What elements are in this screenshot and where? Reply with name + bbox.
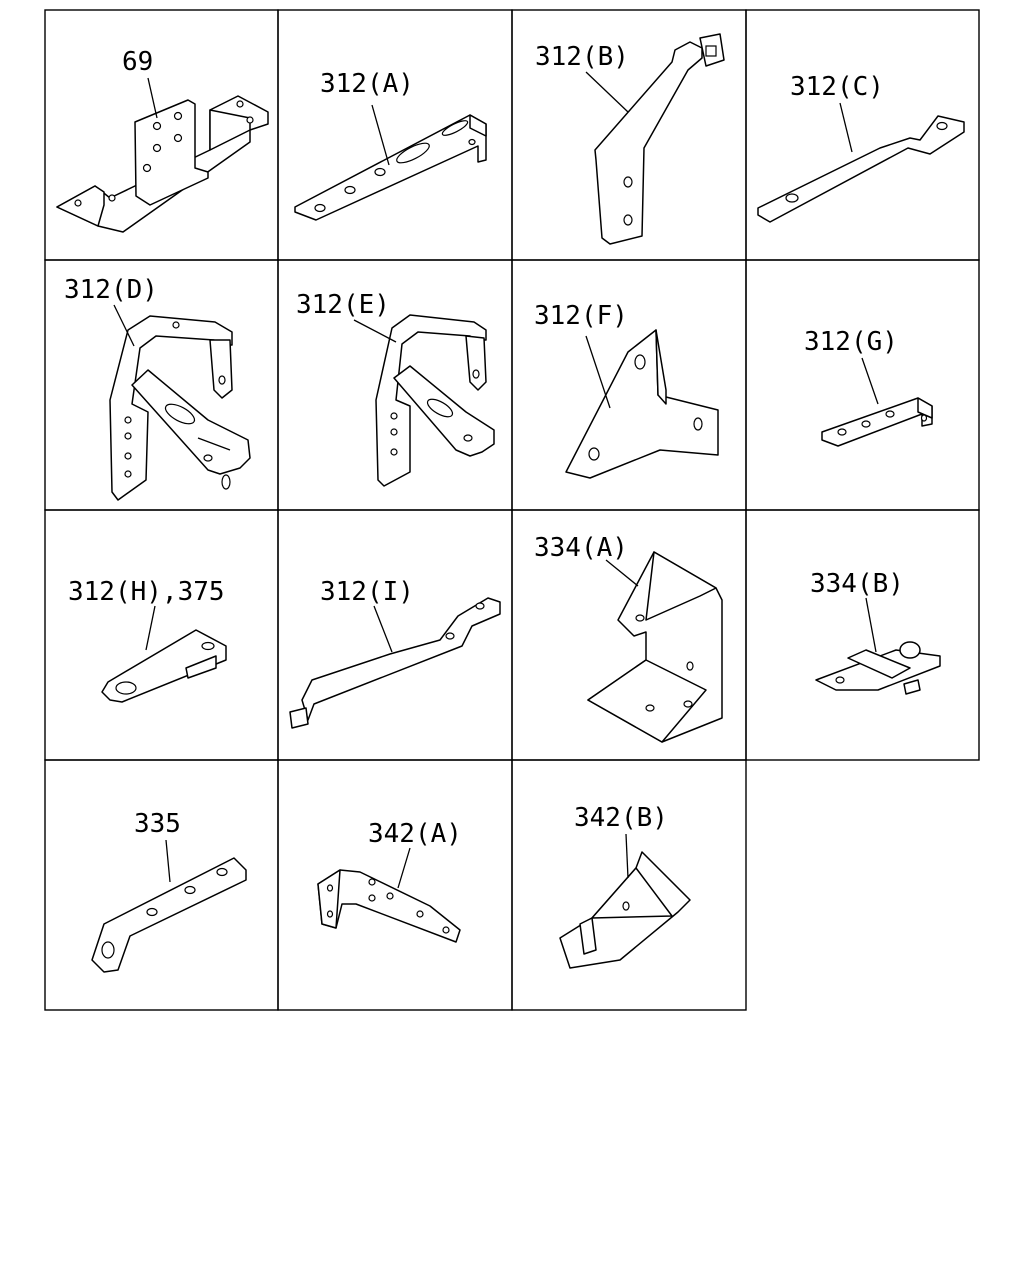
part-label-312e: 312(E) <box>296 290 390 320</box>
part-334a-drawing <box>587 551 723 743</box>
part-312e-drawing <box>353 314 495 487</box>
part-69-drawing <box>56 77 269 233</box>
part-label-312h: 312(H),375 <box>68 577 225 607</box>
cell-312h <box>44 509 279 761</box>
cell-342b <box>511 759 747 1011</box>
part-335-drawing <box>91 839 247 973</box>
part-label-342b: 342(B) <box>574 803 668 833</box>
part-312d-drawing <box>109 304 251 501</box>
cell-335 <box>44 759 279 1011</box>
part-label-312i: 312(I) <box>320 577 414 607</box>
part-312a-drawing <box>294 104 487 221</box>
cell-312i <box>277 509 513 761</box>
cell-334b <box>745 509 980 761</box>
part-label-334b: 334(B) <box>810 569 904 599</box>
part-label-312b: 312(B) <box>535 42 629 72</box>
part-label-69: 69 <box>122 47 153 77</box>
part-label-312d: 312(D) <box>64 275 158 305</box>
cell-312g <box>745 259 980 511</box>
part-334b-drawing <box>815 597 941 695</box>
part-312h-drawing <box>101 605 227 703</box>
part-label-342a: 342(A) <box>368 819 462 849</box>
cell-342a <box>277 759 513 1011</box>
part-label-312f: 312(F) <box>534 301 628 331</box>
part-312c-drawing <box>757 102 965 223</box>
part-label-312c: 312(C) <box>790 72 884 102</box>
part-label-334a: 334(A) <box>534 533 628 563</box>
part-label-335: 335 <box>134 809 181 839</box>
part-label-312g: 312(G) <box>804 327 898 357</box>
grid <box>44 9 980 1011</box>
part-312i-drawing <box>289 597 501 729</box>
part-312f-drawing <box>565 329 719 479</box>
part-312b-drawing <box>585 33 725 245</box>
part-label-312a: 312(A) <box>320 69 414 99</box>
part-342b-drawing <box>559 833 691 969</box>
part-312g-drawing <box>821 357 933 447</box>
part-342a-drawing <box>317 847 461 943</box>
